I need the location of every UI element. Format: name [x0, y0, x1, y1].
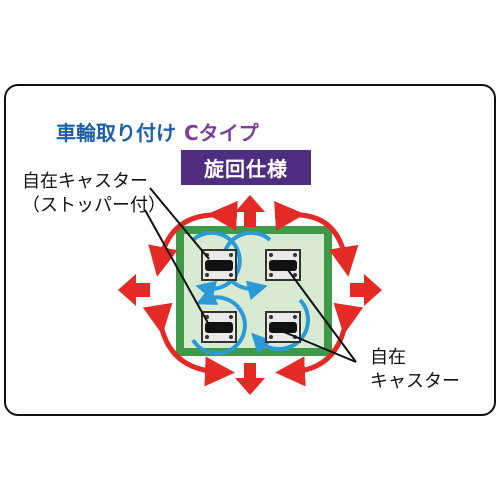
leader-line-stopper-bottom [144, 209, 209, 324]
arrow-right-icon [350, 274, 382, 306]
free-caster-label-line1: 自在 [370, 347, 406, 368]
stopper-caster-label: 自在キャスター （ストッパー付） [22, 170, 166, 218]
swivel-arrow-bottom-right-icon [275, 302, 364, 387]
free-caster-label-line2: キャスター [370, 371, 460, 392]
swivel-arrow-bottom-left-icon [142, 302, 235, 387]
caster-bottom-left [201, 311, 237, 343]
stopper-caster-label-line2: （ストッパー付） [22, 195, 166, 216]
move-arrows [118, 195, 382, 395]
leader-line-free-top [287, 269, 357, 363]
caster-top-right [265, 249, 301, 281]
rotation-ring-top-left-icon [191, 230, 242, 301]
free-caster-label: 自在 キャスター [370, 346, 460, 394]
leader-line-free-bottom [283, 331, 357, 363]
swivel-spec-badge: 旋回仕様 [181, 150, 311, 185]
leader-lines [144, 187, 357, 363]
rotation-ring-bottom-left-icon [191, 286, 247, 356]
wheel-mount-title: 車輪取り付け [56, 121, 176, 145]
arrow-down-icon [235, 363, 265, 395]
arrow-up-icon [235, 195, 265, 227]
swivel-arrow-top-right-icon [274, 200, 359, 277]
leader-line-stopper-top [149, 187, 210, 260]
swivel-arrows [142, 200, 364, 387]
arrow-left-icon [118, 274, 150, 306]
type-label: Cタイプ [184, 121, 259, 145]
caster-top-left [201, 249, 237, 281]
stopper-caster-label-line1: 自在キャスター [22, 171, 148, 192]
page-title: 車輪取り付け Cタイプ [56, 117, 259, 146]
